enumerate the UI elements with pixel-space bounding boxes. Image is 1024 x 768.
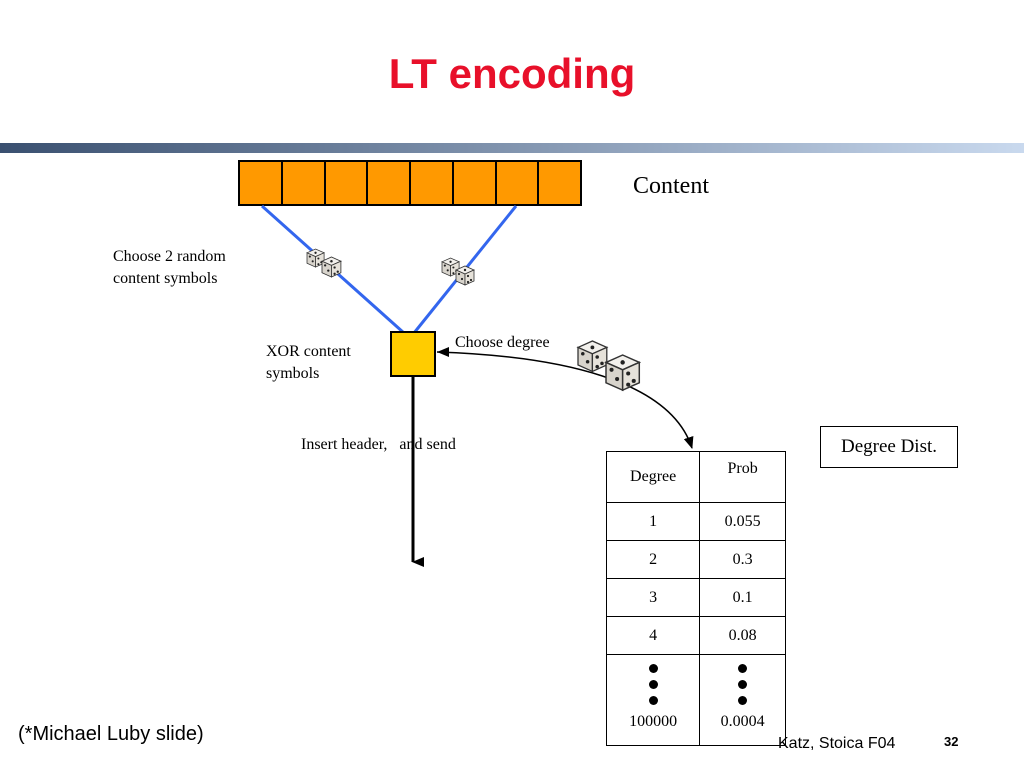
content-symbol <box>240 162 283 204</box>
degree-cell: 4 <box>605 616 701 655</box>
content-symbol <box>411 162 454 204</box>
table-row: 4 0.08 <box>605 616 786 655</box>
degree-arrow-head <box>437 347 449 357</box>
ellipsis-dots <box>700 655 785 712</box>
content-symbol <box>539 162 580 204</box>
dice-icon <box>577 340 641 392</box>
insert-header-label: Insert header, and send <box>301 436 456 453</box>
content-label: Content <box>633 173 709 199</box>
xor-label: XOR content symbols <box>266 343 351 382</box>
prob-last-value: 0.0004 <box>720 713 765 730</box>
degree-last-value: 100000 <box>629 713 678 730</box>
degree-dist-label: Degree Dist. <box>820 426 958 468</box>
ellipsis-dots <box>607 655 699 712</box>
content-symbol <box>368 162 411 204</box>
choose-degree-label: Choose degree <box>455 334 550 351</box>
content-symbol <box>282 162 326 204</box>
prob-cell: 0.0004 <box>699 654 786 746</box>
prob-cell: 0.08 <box>699 616 786 655</box>
choose-random-label: Choose 2 random content symbols <box>113 248 226 287</box>
table-row: 1 0.055 <box>605 502 786 541</box>
content-symbol-row <box>238 160 582 206</box>
xor-symbol-box <box>390 331 436 377</box>
title-divider <box>0 143 1024 153</box>
footer-credit: (*Michael Luby slide) <box>18 723 204 745</box>
prob-header: Prob <box>699 451 786 503</box>
prob-cell: 0.1 <box>699 578 786 617</box>
footer-authors: Katz, Stoica F04 <box>778 735 896 752</box>
content-symbol <box>325 162 369 204</box>
table-row: 3 0.1 <box>605 578 786 617</box>
degree-arrow <box>436 351 694 449</box>
content-symbol <box>496 162 540 204</box>
page-number: 32 <box>944 734 959 749</box>
table-row: 100000 0.0004 <box>605 654 786 746</box>
degree-cell: 100000 <box>605 654 701 746</box>
degree-cell: 2 <box>605 540 701 579</box>
degree-header: Degree <box>605 451 701 503</box>
content-symbol <box>453 162 497 204</box>
table-row: 2 0.3 <box>605 540 786 579</box>
prob-cell: 0.3 <box>699 540 786 579</box>
slide-title: LT encoding <box>388 50 636 97</box>
degree-cell: 1 <box>605 502 701 541</box>
table-header-row: Degree Prob <box>605 451 786 503</box>
degree-cell: 3 <box>605 578 701 617</box>
prob-cell: 0.055 <box>699 502 786 541</box>
dice-icon <box>306 248 342 278</box>
degree-table: Degree Prob 1 0.055 2 0.3 3 0.1 4 0.08 1… <box>605 451 786 746</box>
